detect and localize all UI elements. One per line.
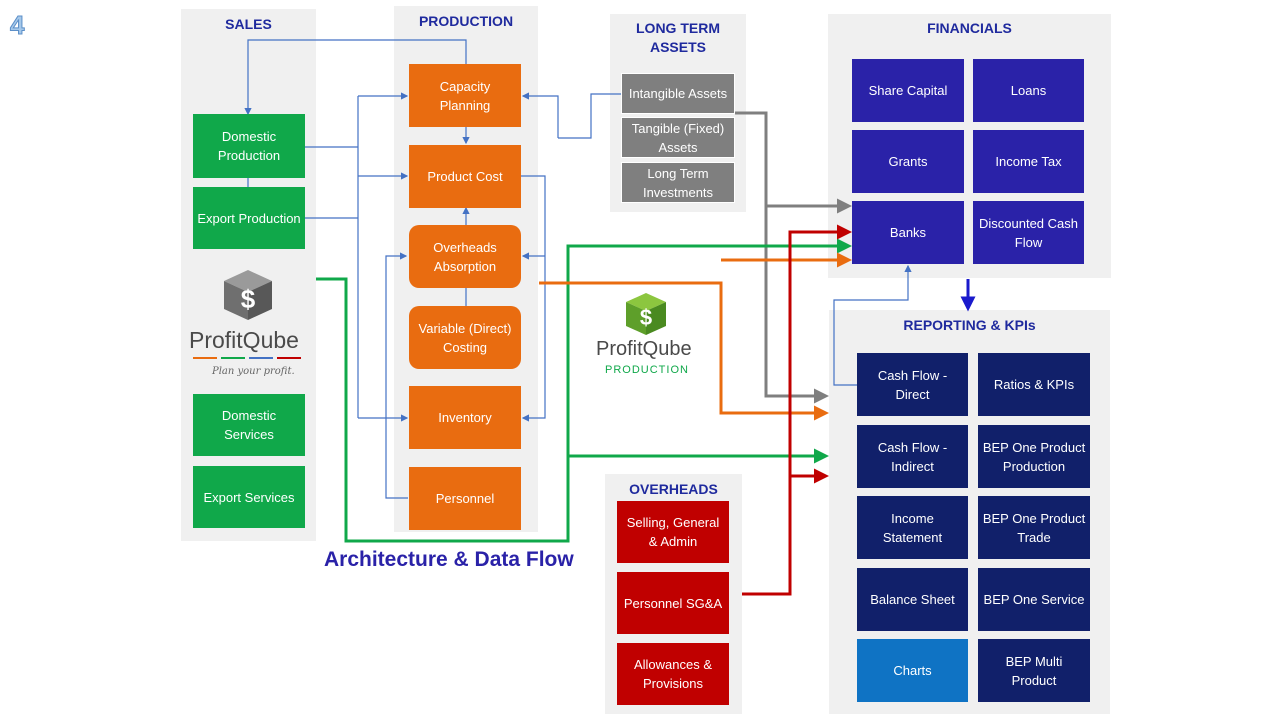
overheads-title: OVERHEADS xyxy=(629,481,718,497)
share-capital-box: Share Capital xyxy=(852,59,964,122)
reporting-title: REPORTING & KPIs xyxy=(903,317,1036,333)
balance-sheet-box: Balance Sheet xyxy=(857,568,968,631)
income-statement-box: Income Statement xyxy=(857,496,968,559)
svg-text:$: $ xyxy=(640,305,652,330)
sales-title: SALES xyxy=(225,16,272,32)
capacity-planning-box: Capacity Planning xyxy=(409,64,521,127)
bep-multi-product-box: BEP Multi Product xyxy=(978,639,1090,702)
domestic-production-box: Domestic Production xyxy=(193,114,305,178)
personnel-sga-box: Personnel SG&A xyxy=(617,572,729,634)
loans-box: Loans xyxy=(973,59,1084,122)
banks-box: Banks xyxy=(852,201,964,264)
product-cost-box: Product Cost xyxy=(409,145,521,208)
export-services-box: Export Services xyxy=(193,466,305,528)
bep-one-product-trade-box: BEP One Product Trade xyxy=(978,496,1090,559)
profitqube-tagline: Plan your profit. xyxy=(212,366,295,377)
tangible-assets-box: Tangible (Fixed) Assets xyxy=(621,117,735,158)
variable-costing-box: Variable (Direct) Costing xyxy=(409,306,521,369)
logo-color-bars xyxy=(193,357,301,359)
ratios-kpis-box: Ratios & KPIs xyxy=(978,353,1090,416)
profitqube-production-logo-text: ProfitQube xyxy=(596,338,692,360)
profitqube-logo-text: ProfitQube xyxy=(189,327,299,353)
long-term-assets-title: LONG TERM ASSETS xyxy=(636,20,720,55)
cash-flow-indirect-box: Cash Flow - Indirect xyxy=(857,425,968,488)
allowances-provisions-box: Allowances & Provisions xyxy=(617,643,729,705)
page-number: 4 xyxy=(9,10,25,41)
grants-box: Grants xyxy=(852,130,964,193)
profitqube-production-sub: PRODUCTION xyxy=(605,364,689,376)
architecture-title: Architecture & Data Flow xyxy=(324,548,574,571)
personnel-box: Personnel xyxy=(409,467,521,530)
cash-flow-direct-box: Cash Flow - Direct xyxy=(857,353,968,416)
domestic-services-box: Domestic Services xyxy=(193,394,305,456)
export-production-box: Export Production xyxy=(193,187,305,249)
production-title: PRODUCTION xyxy=(418,13,514,29)
long-term-investments-box: Long Term Investments xyxy=(621,162,735,203)
dollar-cube-icon: $ xyxy=(626,293,666,335)
income-tax-box: Income Tax xyxy=(973,130,1084,193)
dollar-cube-icon: $ xyxy=(224,270,272,320)
bep-one-product-production-box: BEP One Product Production xyxy=(978,425,1090,488)
discounted-cash-flow-box: Discounted Cash Flow xyxy=(973,201,1084,264)
svg-text:$: $ xyxy=(241,284,256,314)
financials-title: FINANCIALS xyxy=(927,20,1012,36)
charts-box: Charts xyxy=(857,639,968,702)
intangible-assets-box: Intangible Assets xyxy=(621,73,735,114)
bep-one-service-box: BEP One Service xyxy=(978,568,1090,631)
selling-general-admin-box: Selling, General & Admin xyxy=(617,501,729,563)
inventory-box: Inventory xyxy=(409,386,521,449)
overheads-absorption-box: Overheads Absorption xyxy=(409,225,521,288)
